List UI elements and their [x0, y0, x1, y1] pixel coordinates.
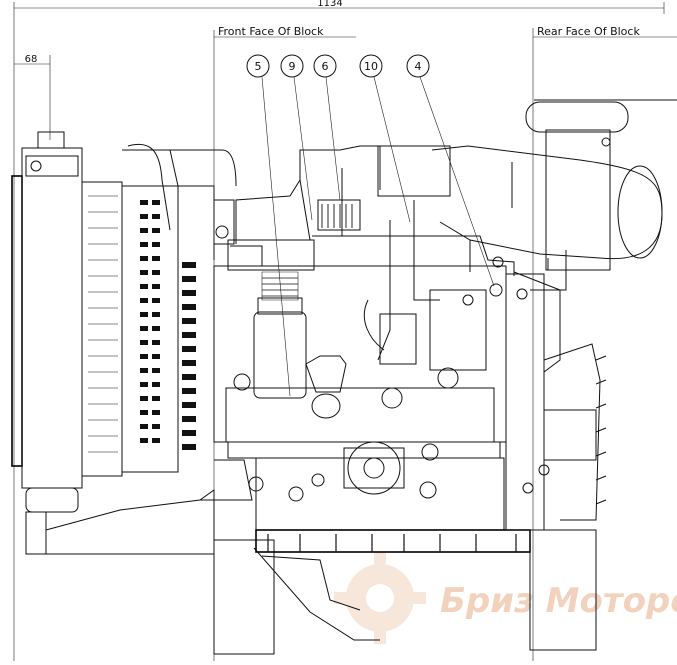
front-face-marker: Front Face Of Block [213, 25, 356, 661]
front-face-label: Front Face Of Block [218, 25, 324, 38]
intake-pipe [431, 145, 663, 272]
callout-9: 9 [280, 54, 313, 221]
radiator [11, 131, 237, 555]
callout-9-label: 9 [289, 60, 296, 73]
dimension-offset: 68 [14, 54, 51, 140]
watermark-gear-icon [334, 552, 426, 644]
callout-6-label: 6 [322, 60, 329, 73]
engine-block [213, 145, 531, 553]
side-components [233, 200, 528, 409]
air-cleaner [525, 99, 677, 291]
watermark-text: Бриз Моторс [440, 581, 677, 621]
callout-4: 4 [406, 54, 495, 287]
callout-10: 10 [359, 54, 411, 223]
callout-5: 5 [246, 54, 291, 397]
dimension-overall: 1134 [13, 0, 665, 661]
callout-5-label: 5 [255, 60, 262, 73]
rear-face-marker: Rear Face Of Block [532, 25, 677, 661]
offset-dimension-label: 68 [25, 54, 38, 65]
oil-filter [253, 271, 347, 419]
overall-dimension-label: 1134 [317, 0, 342, 9]
callout-10-label: 10 [364, 60, 378, 73]
crank-pulley [248, 441, 439, 502]
rear-face-label: Rear Face Of Block [537, 25, 640, 38]
base-frame [45, 459, 380, 655]
callout-6: 6 [313, 54, 341, 201]
flywheel-housing [505, 271, 607, 651]
callout-4-label: 4 [415, 60, 422, 73]
